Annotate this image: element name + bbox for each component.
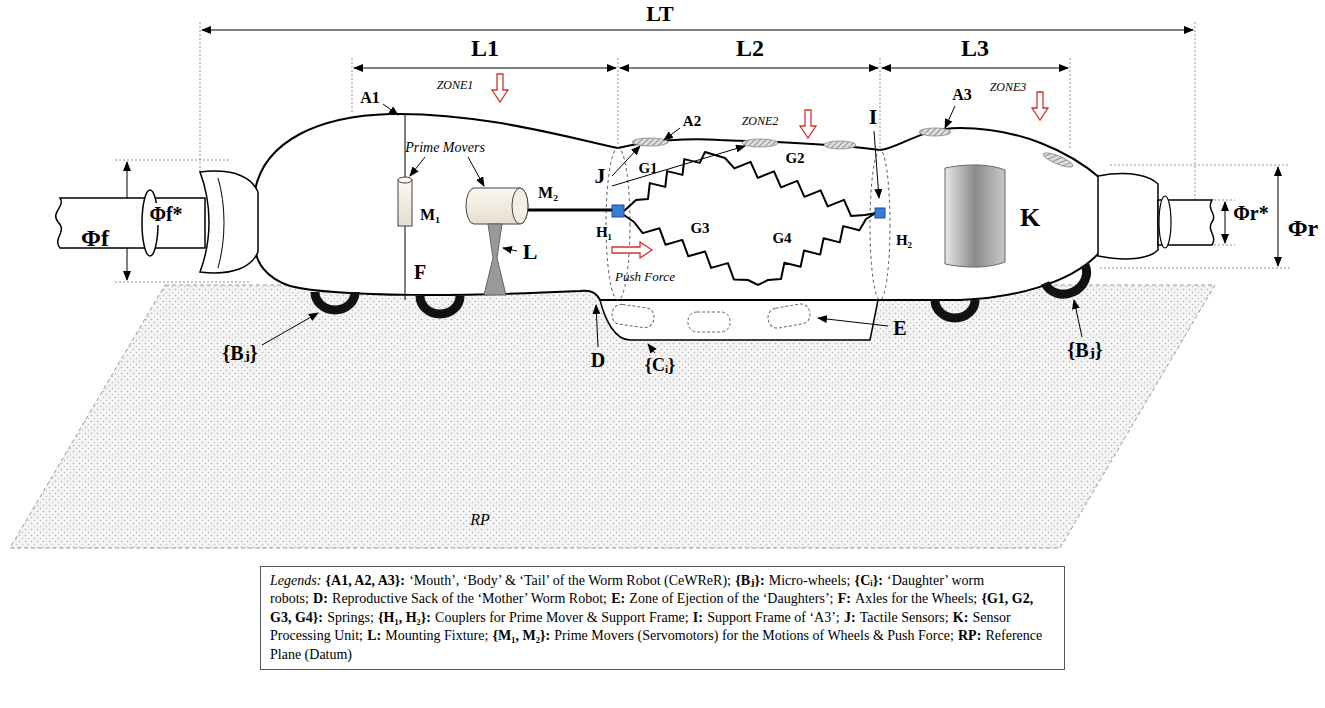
coupler-h1 [612, 205, 624, 217]
dimension-label: LT [646, 2, 673, 26]
callout-letter: J [594, 164, 607, 188]
front-collar [200, 171, 258, 273]
legend-heading: Legends: [270, 573, 321, 588]
servomotor-face [512, 188, 528, 224]
spring-label: G4 [772, 230, 791, 247]
dimension-label: L3 [961, 35, 989, 61]
legend-key: {H₁, H₂}: [378, 610, 431, 625]
legend-description: Axles for the Wheels; [855, 591, 977, 606]
legend-description: Zone of Ejection of the ‘Daughters’; [629, 591, 833, 606]
servomotor-top [398, 177, 412, 183]
coupler-label: H₂ [896, 232, 912, 249]
callout-letter: K [1020, 204, 1040, 233]
legend-key: L: [367, 628, 381, 643]
spring-label: G1 [638, 160, 657, 177]
springs [624, 152, 876, 285]
force-label: Push Force [615, 270, 675, 284]
legend-description: ‘Mouth’, ‘Body’ & ‘Tail’ of the Worm Rob… [409, 573, 731, 588]
support-frame [870, 150, 890, 300]
legend-description: Springs; [327, 610, 374, 625]
legend-description: Micro-wheels; [769, 573, 851, 588]
coupler-label: H₁ [596, 224, 612, 241]
part-label: M₁ [420, 206, 440, 224]
legend-key: F: [838, 591, 851, 606]
callout-letter: I [869, 105, 878, 129]
collar-edge [218, 178, 224, 268]
legend-key: K: [953, 610, 969, 625]
part-label: {Cᵢ} [645, 356, 675, 376]
leader-lines [262, 104, 1082, 353]
legend-description: Reproductive Sack of the ‘Mother’ Worm R… [332, 591, 607, 606]
diameter-label: Φf [81, 225, 109, 251]
drive-shaft [528, 209, 612, 212]
rear-flange [1159, 196, 1171, 248]
part-label: A3 [952, 86, 972, 104]
daughter-robots [611, 303, 812, 332]
callout-letter: L [523, 240, 538, 264]
legend-key: {M₁, M₂}: [493, 628, 551, 643]
legend-key: D: [313, 591, 328, 606]
part-label: Prime Movers [405, 140, 485, 155]
servomotor-m1 [398, 180, 412, 226]
legend-key: {A1, A2, A3}: [326, 573, 405, 588]
legend-key: RP: [958, 628, 981, 643]
legend-key: {Bⱼ}: [735, 573, 764, 588]
spring-label: G2 [785, 150, 804, 167]
legend-key: J: [844, 610, 856, 625]
callout-letter: D [591, 349, 605, 371]
spring-label: G3 [690, 220, 709, 237]
diameter-label: Φr [1288, 215, 1319, 241]
zone-label: ZONE3 [990, 81, 1027, 94]
part-label: {Bⱼ} [1067, 339, 1102, 361]
legend-description: Support Frame of ‘A3’; [707, 610, 840, 625]
legend-key: I: [693, 610, 703, 625]
dimension-label: L2 [736, 35, 764, 61]
mounting-fixture [484, 224, 506, 295]
legend-box: Legends: {A1, A2, A3}: ‘Mouth’, ‘Body’ & ‘… [260, 566, 1065, 670]
callout-letter: E [893, 317, 906, 339]
diameter-label: Φf* [148, 203, 183, 225]
sensor-processing-unit [945, 165, 1005, 267]
servomotor-m2 [466, 188, 528, 224]
legend-key: E: [611, 591, 625, 606]
part-label: A1 [360, 89, 380, 107]
part-label: M₂ [538, 184, 558, 202]
legend-description: Couplers for Prime Mover & Support Frame… [435, 610, 689, 625]
legend-key: {Cᵢ}: [855, 573, 883, 588]
rear-collar [1098, 174, 1158, 259]
callout-letter: F [414, 261, 426, 283]
reference-plane [10, 285, 1215, 548]
front-tube [56, 198, 205, 248]
zone-label: ZONE1 [437, 79, 474, 92]
zone-label: ZONE2 [742, 115, 779, 128]
worm-body [255, 114, 1100, 300]
dimension-label: L1 [471, 35, 499, 61]
legend-description: Tactile Sensors; [860, 610, 949, 625]
part-label: A2 [683, 113, 701, 130]
diameter-label: Φr* [1233, 202, 1268, 224]
legend-description: Prime Movers (Servomotors) for the Motio… [554, 628, 953, 643]
coupler-h2 [875, 208, 885, 218]
part-label: {Bⱼ} [222, 342, 257, 364]
zone-arrows [492, 74, 1048, 258]
legend-description: Mounting Fixture; [385, 628, 488, 643]
micro-wheels [315, 265, 1087, 318]
datum-label: RP [470, 511, 490, 529]
